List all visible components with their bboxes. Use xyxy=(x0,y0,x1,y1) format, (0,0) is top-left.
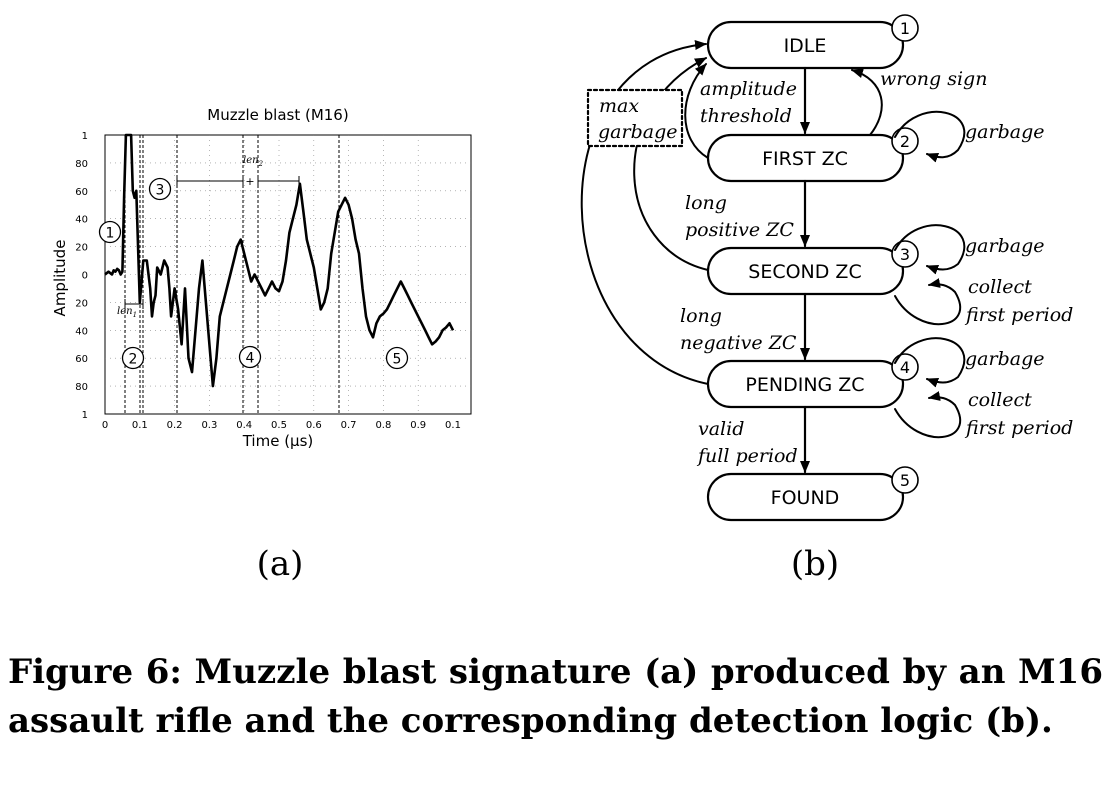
svg-text:IDLE: IDLE xyxy=(784,35,827,57)
edge-label-first-period-pending: first period xyxy=(964,417,1073,439)
y-tick-label: 1 xyxy=(82,131,88,142)
svg-text:2: 2 xyxy=(900,132,910,151)
x-tick-label: 0.4 xyxy=(236,420,252,431)
edge-first-back-to-idle xyxy=(684,63,709,159)
len1-annotation: len1 xyxy=(117,299,144,319)
amplitude-series-line xyxy=(104,133,455,388)
x-tick-label: 0.2 xyxy=(167,420,183,431)
max-garbage-box xyxy=(586,88,684,148)
edge-second-back-to-idle xyxy=(633,57,709,271)
max-garbage-label: garbage xyxy=(598,121,677,143)
marker-1: 1 xyxy=(98,220,122,244)
y-tick-label: 40 xyxy=(75,215,88,226)
svg-text:2: 2 xyxy=(129,352,138,368)
len2-label: len xyxy=(243,155,259,166)
state-second-zc: SECOND ZC 3 xyxy=(706,240,919,296)
panel-b-sublabel: (b) xyxy=(791,544,839,584)
x-tick-label: 0.6 xyxy=(306,420,322,431)
edge-label-wrong-sign: wrong sign xyxy=(880,68,987,90)
marker-3: 3 xyxy=(148,177,172,201)
x-tick-label: 0.1 xyxy=(132,420,148,431)
edge-wrong-sign xyxy=(851,68,883,136)
state-idle: IDLE 1 xyxy=(706,14,919,70)
x-tick-label: 0.7 xyxy=(341,420,357,431)
loop-collect-second xyxy=(894,278,962,326)
y-tick-label: 40 xyxy=(75,326,88,337)
edge-label-long-2: long xyxy=(680,305,722,327)
edge-label-collect-pending: collect xyxy=(968,389,1032,411)
svg-text:FIRST ZC: FIRST ZC xyxy=(762,148,848,170)
loop-garbage-first xyxy=(894,111,966,163)
svg-text:len2: len2 xyxy=(243,155,264,168)
x-tick-label: 0.3 xyxy=(201,420,217,431)
svg-text:SECOND ZC: SECOND ZC xyxy=(748,261,861,283)
y-tick-label: 80 xyxy=(75,159,88,170)
edge-label-negative-zc: negative ZC xyxy=(680,332,797,354)
x-tick-label: 0.5 xyxy=(271,420,287,431)
state-first-zc: FIRST ZC 2 xyxy=(706,127,919,183)
edge-label-full-period: full period xyxy=(696,445,798,467)
state-found: FOUND 5 xyxy=(706,466,919,522)
svg-text:3: 3 xyxy=(900,245,910,264)
edge-label-threshold: threshold xyxy=(700,105,792,127)
svg-text:4: 4 xyxy=(246,351,255,367)
x-axis-label: Time (µs) xyxy=(242,432,314,450)
y-tick-label: 60 xyxy=(75,187,88,198)
detection-state-machine: IDLE 1 FIRST ZC 2 SECOND ZC 3 PENDING ZC… xyxy=(580,14,1073,584)
edge-label-valid: valid xyxy=(698,418,744,440)
len2-annotation: + len2 xyxy=(176,155,300,188)
svg-text:1: 1 xyxy=(900,19,910,38)
svg-text:5: 5 xyxy=(393,352,402,368)
marker-5: 5 xyxy=(385,346,409,370)
y-tick-label: 60 xyxy=(75,354,88,365)
edge-label-long-1: long xyxy=(685,192,727,214)
plus-sign: + xyxy=(245,175,254,188)
marker-2: 2 xyxy=(121,346,145,370)
len1-subscript: 1 xyxy=(133,311,137,319)
edge-label-amplitude: amplitude xyxy=(700,78,797,100)
max-label: max xyxy=(599,95,639,117)
edge-label-positive-zc: positive ZC xyxy=(685,219,794,241)
svg-text:FOUND: FOUND xyxy=(771,487,840,509)
y-tick-label: 20 xyxy=(75,298,88,309)
len1-label: len xyxy=(117,306,133,317)
svg-text:5: 5 xyxy=(900,471,910,490)
grid xyxy=(105,135,471,414)
muzzle-blast-chart: Muzzle blast (M16) 0 0.1 0.2 0.3 0.4 0.5 0.6 0.… xyxy=(51,106,472,584)
edge-label-garbage-first: garbage xyxy=(965,121,1044,143)
svg-text:4: 4 xyxy=(900,358,910,377)
x-tick-label: 0.1 xyxy=(445,420,461,431)
svg-text:len1: len1 xyxy=(117,306,137,319)
x-tick-labels: 0 0.1 0.2 0.3 0.4 0.5 0.6 0.7 0.8 0.9 0.1 xyxy=(102,420,461,431)
edge-label-first-period-second: first period xyxy=(964,304,1073,326)
y-tick-label: 20 xyxy=(75,243,88,254)
svg-text:3: 3 xyxy=(156,183,165,199)
len2-subscript: 2 xyxy=(258,160,264,168)
loop-garbage-second xyxy=(894,224,966,275)
y-axis-label: Amplitude xyxy=(51,240,69,317)
y-tick-labels: 1 80 60 40 20 0 20 40 60 80 1 xyxy=(75,131,88,421)
panel-a-sublabel: (a) xyxy=(257,544,304,584)
svg-text:1: 1 xyxy=(106,226,115,242)
chart-title: Muzzle blast (M16) xyxy=(207,106,348,124)
edge-label-garbage-pending: garbage xyxy=(965,348,1044,370)
y-tick-label: 80 xyxy=(75,382,88,393)
y-tick-label: 0 xyxy=(82,271,88,282)
edge-pending-back-to-idle xyxy=(580,40,709,385)
x-tick-label: 0.8 xyxy=(375,420,391,431)
figure-caption: Figure 6: Muzzle blast signature (a) pro… xyxy=(8,652,1103,741)
state-pending-zc: PENDING ZC 4 xyxy=(706,353,919,409)
marker-4: 4 xyxy=(238,345,262,369)
edge-label-garbage-second: garbage xyxy=(965,235,1044,257)
x-tick-label: 0 xyxy=(102,420,108,431)
loop-collect-pending xyxy=(894,391,962,439)
loop-garbage-pending xyxy=(894,337,966,388)
x-tick-label: 0.9 xyxy=(410,420,426,431)
svg-text:PENDING ZC: PENDING ZC xyxy=(745,374,864,396)
edge-label-collect-second: collect xyxy=(968,276,1032,298)
y-tick-label: 1 xyxy=(82,410,88,421)
